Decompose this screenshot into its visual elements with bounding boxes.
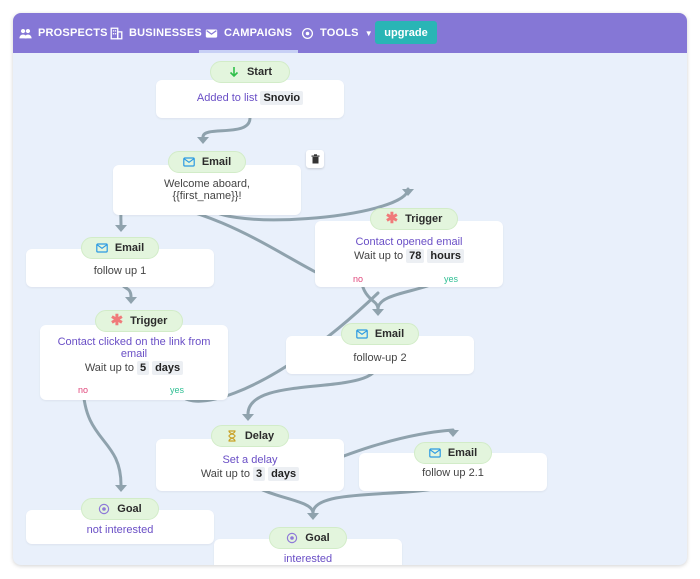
trigger-clicked-yes: yes [170,385,185,395]
email-pill-followup1: Email [81,237,159,259]
asterisk-icon: ✱ [110,312,124,329]
envelope-icon [205,28,218,38]
goal-pill-not-interested: Goal [81,498,159,520]
nav-businesses[interactable]: BUSINESSES [110,13,202,53]
email-followup21-text: follow up 2.1 [422,467,484,479]
trash-icon [311,154,319,164]
trigger-opened-wait-value: 78 [406,249,425,263]
nav-businesses-label: BUSINESSES [129,27,202,39]
target-icon [99,503,110,515]
hourglass-icon [228,430,236,442]
trigger-opened-no: no [353,274,364,284]
delete-button[interactable] [306,150,324,168]
nav-tools-label: TOOLS [320,27,359,39]
nav-tools[interactable]: TOOLS ▼ [301,13,373,53]
trigger-opened-wait-unit: hours [427,249,464,263]
delay-title: Set a delay [222,454,278,466]
start-list-chip: Snovio [260,91,304,105]
trigger-clicked-wait-label: Wait up to [84,362,134,374]
campaign-window: PROSPECTS BUSINESSES CAMPAIGNS TOOLS ▼ u… [13,13,687,565]
delay-wait-label: Wait up to [200,468,250,480]
email-pill-followup21: Email [414,442,492,464]
nav-prospects-label: PROSPECTS [38,27,108,39]
trigger-clicked-label: Trigger [130,315,168,327]
chevron-down-icon: ▼ [364,28,373,38]
nav-campaigns[interactable]: CAMPAIGNS [198,13,299,53]
email-welcome-label: Email [201,156,232,168]
envelope-icon [183,157,195,167]
trigger-node-clicked[interactable]: Contact clicked on the link from email W… [40,325,228,400]
upgrade-button[interactable]: upgrade [375,21,437,44]
building-icon [110,27,123,39]
trigger-clicked-title: Contact clicked on the link from email [57,336,211,360]
trigger-clicked-no: no [78,385,89,395]
goal-interested-text: interested [283,553,333,565]
arrow-down-icon [229,67,239,78]
delay-label: Delay [244,430,275,442]
delay-wait-unit: days [268,467,300,481]
envelope-icon [356,329,368,339]
start-text: Added to list [196,92,258,104]
top-navbar: PROSPECTS BUSINESSES CAMPAIGNS TOOLS ▼ u… [13,13,687,53]
goal-pill-interested: Goal [269,527,347,549]
start-label: Start [246,66,273,78]
people-icon [19,28,32,38]
trigger-opened-label: Trigger [405,213,443,225]
email-pill-welcome: Email [168,151,246,173]
email-followup2-text: follow-up 2 [353,352,407,364]
goal-node-not-interested[interactable]: not interested [26,510,214,544]
connection-lines [81,116,459,520]
trigger-opened-yes: yes [444,274,459,284]
goal-not-interested-label: Goal [117,503,142,515]
delay-wait-value: 3 [252,467,266,481]
nav-campaigns-label: CAMPAIGNS [224,27,293,39]
trigger-clicked-wait-unit: days [152,361,184,375]
email-pill-followup2: Email [341,323,419,345]
nav-prospects[interactable]: PROSPECTS [19,13,108,53]
trigger-opened-wait-label: Wait up to [354,250,404,262]
email-followup1-text: follow up 1 [93,265,147,277]
delay-pill: Delay [211,425,289,447]
trigger-clicked-wait-value: 5 [136,361,150,375]
target-icon [287,532,298,544]
email-followup2-label: Email [374,328,405,340]
trigger-pill-opened: ✱ Trigger [370,208,458,230]
envelope-icon [96,243,108,253]
goal-not-interested-text: not interested [86,524,154,536]
email-welcome-text: Welcome aboard, {{first_name}}! [163,178,250,202]
email-followup1-label: Email [114,242,145,254]
start-pill: Start [210,61,290,83]
target-icon [301,27,314,39]
email-followup21-label: Email [447,447,478,459]
email-node-welcome[interactable]: Welcome aboard, {{first_name}}! [113,165,301,215]
trigger-opened-title: Contact opened email [355,236,463,248]
trigger-pill-clicked: ✱ Trigger [95,310,183,332]
envelope-icon [429,448,441,458]
asterisk-icon: ✱ [385,210,399,227]
goal-interested-label: Goal [305,532,330,544]
